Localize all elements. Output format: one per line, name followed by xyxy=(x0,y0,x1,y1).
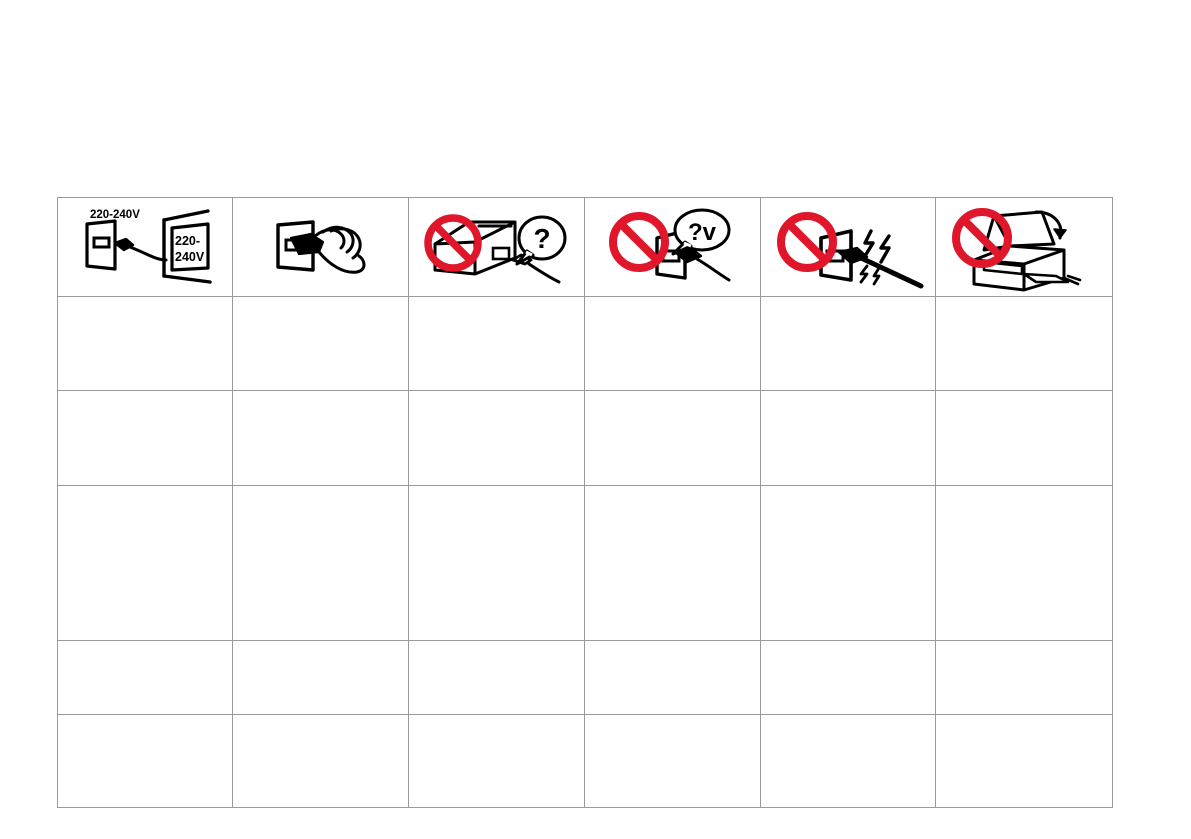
cell-empty xyxy=(760,295,936,392)
cell-no-unknown-voltage-outlet: ?v xyxy=(584,197,761,297)
table-row-illustrations: 220- 240V xyxy=(57,197,1113,297)
cell-empty xyxy=(232,484,409,642)
table-row xyxy=(57,714,1113,808)
prohibition-sign-icon xyxy=(777,212,837,272)
prohibition-sign-icon xyxy=(424,214,482,272)
spark-bolt-icon xyxy=(859,264,869,284)
cell-empty xyxy=(408,640,585,716)
no-unknown-printer-connection-icon: ? xyxy=(409,198,584,296)
cell-empty xyxy=(760,714,936,808)
cell-voltage-rating-outlet: 220- 240V xyxy=(57,197,233,297)
hand-inserting-plug-icon xyxy=(233,198,408,296)
prohibition-sign-icon xyxy=(952,208,1012,268)
voltage-rating-outlet-icon: 220- 240V xyxy=(58,198,232,296)
cell-empty xyxy=(584,295,761,392)
prohibition-sign-icon xyxy=(609,212,669,272)
cell-empty xyxy=(935,295,1113,392)
cell-empty xyxy=(935,640,1113,716)
spark-bolt-icon xyxy=(863,229,875,258)
rating-plate-line2: 240V xyxy=(175,250,205,264)
cell-empty xyxy=(232,714,409,808)
cell-empty xyxy=(584,640,761,716)
cell-empty xyxy=(408,390,585,486)
cell-empty xyxy=(760,484,936,642)
table-row xyxy=(57,484,1113,642)
spark-bolt-icon xyxy=(879,234,891,264)
cell-empty xyxy=(232,390,409,486)
cell-empty xyxy=(57,484,233,642)
spark-bolt-icon xyxy=(872,266,881,286)
cell-empty xyxy=(584,714,761,808)
table-row xyxy=(57,640,1113,716)
table-row xyxy=(57,390,1113,486)
cell-empty xyxy=(760,390,936,486)
question-voltage-label: ?v xyxy=(688,219,717,246)
cell-empty xyxy=(232,640,409,716)
cell-empty xyxy=(57,640,233,716)
cell-empty xyxy=(584,484,761,642)
no-open-printer-cover-icon xyxy=(936,198,1112,296)
safety-symbol-table: 220- 240V xyxy=(57,197,1113,808)
cell-empty xyxy=(935,484,1113,642)
cell-empty xyxy=(57,714,233,808)
outlet-voltage-label: 220-240V xyxy=(90,209,140,221)
cell-empty xyxy=(57,390,233,486)
cell-empty xyxy=(57,295,233,392)
cell-no-damaged-cord xyxy=(760,197,936,297)
cell-empty xyxy=(232,295,409,392)
cell-empty xyxy=(408,295,585,392)
cell-empty xyxy=(935,390,1113,486)
cell-no-unknown-printer-connection: ? xyxy=(408,197,585,297)
cell-hand-inserting-plug xyxy=(232,197,409,297)
cell-empty xyxy=(408,484,585,642)
table-row xyxy=(57,295,1113,392)
no-damaged-cord-icon xyxy=(761,198,935,296)
cell-empty xyxy=(935,714,1113,808)
cell-empty xyxy=(760,640,936,716)
cell-no-open-printer-cover xyxy=(935,197,1113,297)
cell-empty xyxy=(584,390,761,486)
rating-plate-line1: 220- xyxy=(175,234,200,248)
cell-empty xyxy=(408,714,585,808)
no-unknown-voltage-outlet-icon: ?v xyxy=(585,198,760,296)
question-mark-label: ? xyxy=(533,223,550,254)
